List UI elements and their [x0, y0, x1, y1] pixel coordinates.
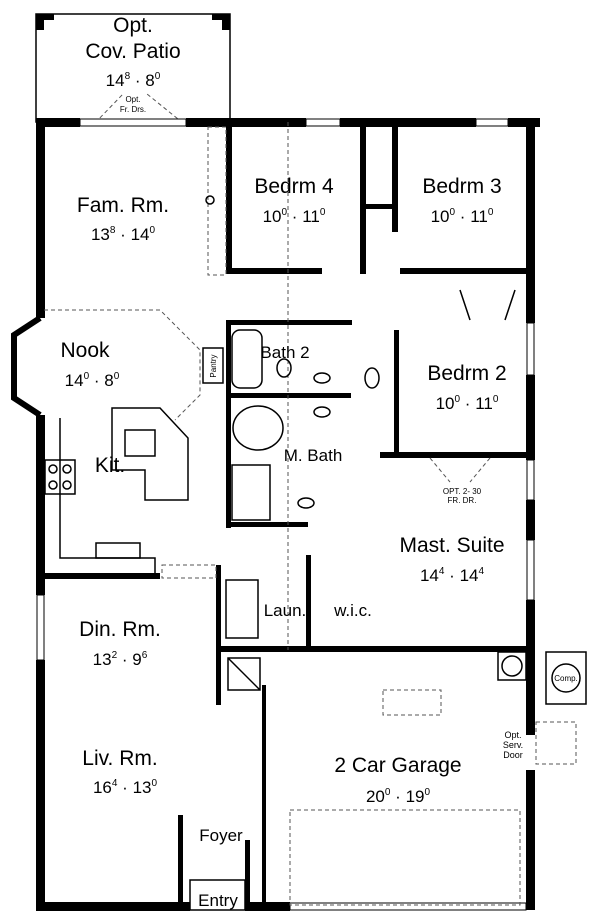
service-door-note-2: Serv.: [503, 740, 523, 750]
ac-compressor-pad: [545, 651, 587, 705]
patio-label-1: Opt.: [113, 14, 153, 37]
garage-attic-access: [382, 689, 442, 716]
foyer-label: Foyer: [199, 826, 243, 845]
bedrm3-label: Bedrm 3: [422, 175, 501, 198]
water-heater-box: [227, 657, 261, 691]
patio-door-note-1: Opt.: [125, 95, 140, 104]
garden-tub-icon: [232, 405, 284, 451]
bedrm4-dimensions: 100 · 110: [263, 207, 326, 226]
interior-walls: [40, 122, 535, 905]
pantry-label: Pantry: [209, 354, 218, 377]
sink-icon-mbath-2: [297, 497, 315, 509]
pantry-outline: [202, 347, 224, 384]
fam-rm-dimensions: 138 · 140: [91, 225, 156, 244]
toilet-icon: [364, 367, 380, 389]
shower-icon: [231, 464, 271, 521]
bedrm2-label: Bedrm 2: [427, 362, 506, 385]
bathtub-icon: [231, 329, 263, 389]
refrigerator-icon: [95, 542, 141, 559]
compressor-label: Comp.: [554, 674, 578, 683]
washer-dryer-icon: [225, 579, 259, 639]
master-door-note-1: OPT. 2- 30: [443, 487, 482, 496]
toilet-icon-bath2: [276, 358, 292, 378]
patio-label-2: Cov. Patio: [85, 40, 180, 63]
fam-rm-label: Fam. Rm.: [77, 194, 169, 217]
nook-label: Nook: [60, 339, 110, 362]
din-rm-label: Din. Rm.: [79, 618, 161, 641]
master-french-doors: [429, 457, 491, 483]
wic-label: w.i.c.: [333, 601, 372, 620]
service-door-note-3: Door: [503, 750, 523, 760]
liv-rm-dimensions: 164 · 130: [93, 778, 158, 797]
nook-bay-window: [11, 315, 42, 418]
service-door-note-1: Opt.: [504, 730, 521, 740]
mast-suite-label: Mast. Suite: [399, 534, 504, 557]
nook-dimensions: 140 · 80: [65, 371, 120, 390]
liv-rm-label: Liv. Rm.: [82, 747, 157, 770]
bath2-label: Bath 2: [260, 343, 309, 362]
entry-label: Entry: [198, 891, 238, 910]
patio-door-note-2: Fr. Drs.: [120, 105, 146, 114]
sink-icon-mbath: [313, 406, 331, 418]
fireplace-icon: [205, 195, 215, 205]
service-door-outline: [535, 721, 577, 765]
mast-suite-dimensions: 144 · 144: [420, 566, 485, 585]
closet-doors-bedrm2: [459, 289, 516, 321]
windows: [36, 118, 535, 911]
nook-ceiling-outline: [44, 309, 201, 421]
bedrm3-dimensions: 100 · 110: [431, 207, 494, 226]
laundry-label: Laun.: [264, 601, 307, 620]
cooktop-icon: [44, 459, 76, 495]
ac-compressor-icon: [551, 663, 581, 693]
din-rm-dimensions: 132 · 96: [93, 650, 148, 669]
patio-french-doors: [94, 93, 184, 124]
fireplace-outline: [207, 126, 227, 276]
kitchen-opening: [161, 564, 217, 579]
bedrm4-label: Bedrm 4: [254, 175, 334, 198]
patio-dimensions: 148 · 80: [106, 71, 161, 90]
master-door-note-2: FR. DR.: [448, 496, 477, 505]
entry-step: [189, 879, 246, 911]
kitchen-island: [111, 407, 189, 501]
garage-label: 2 Car Garage: [334, 754, 461, 777]
bedrm2-dimensions: 100 · 110: [436, 394, 499, 413]
water-heater-icon: [497, 651, 527, 681]
sink-icon-bath2: [313, 372, 331, 384]
mbath-label: M. Bath: [284, 446, 343, 465]
exterior-walls: [36, 118, 540, 911]
garage-door-outline: [289, 809, 521, 906]
kitchen-label: Kit.: [95, 454, 125, 477]
sink-icon: [124, 429, 156, 457]
garage-dimensions: 200 · 190: [366, 787, 431, 806]
